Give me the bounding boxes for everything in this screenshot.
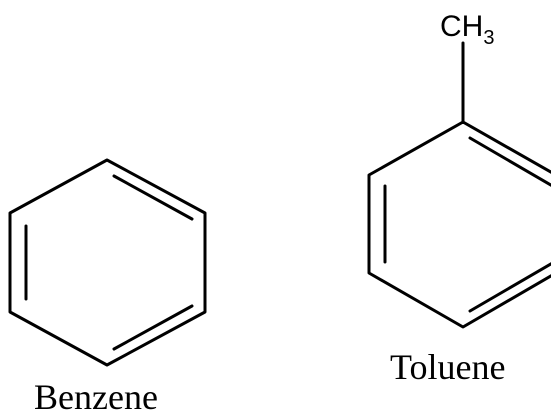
benzene-ring [8, 158, 207, 367]
benzene-label: Benzene [34, 377, 158, 417]
benzene-double-bond-right-top [112, 174, 194, 221]
benzene-double-bond-right-bottom [112, 304, 194, 351]
toluene-double-bond-top-right [468, 136, 551, 187]
toluene-structure [367, 41, 551, 329]
methyl-label: CH3 [440, 10, 494, 49]
methyl-label-main: CH [440, 10, 483, 43]
benzene-structure [8, 158, 207, 367]
toluene-ring [367, 120, 551, 329]
methyl-label-subscript: 3 [483, 27, 494, 49]
toluene-double-bond-bottom-right [468, 262, 551, 313]
toluene-label: Toluene [390, 347, 506, 387]
